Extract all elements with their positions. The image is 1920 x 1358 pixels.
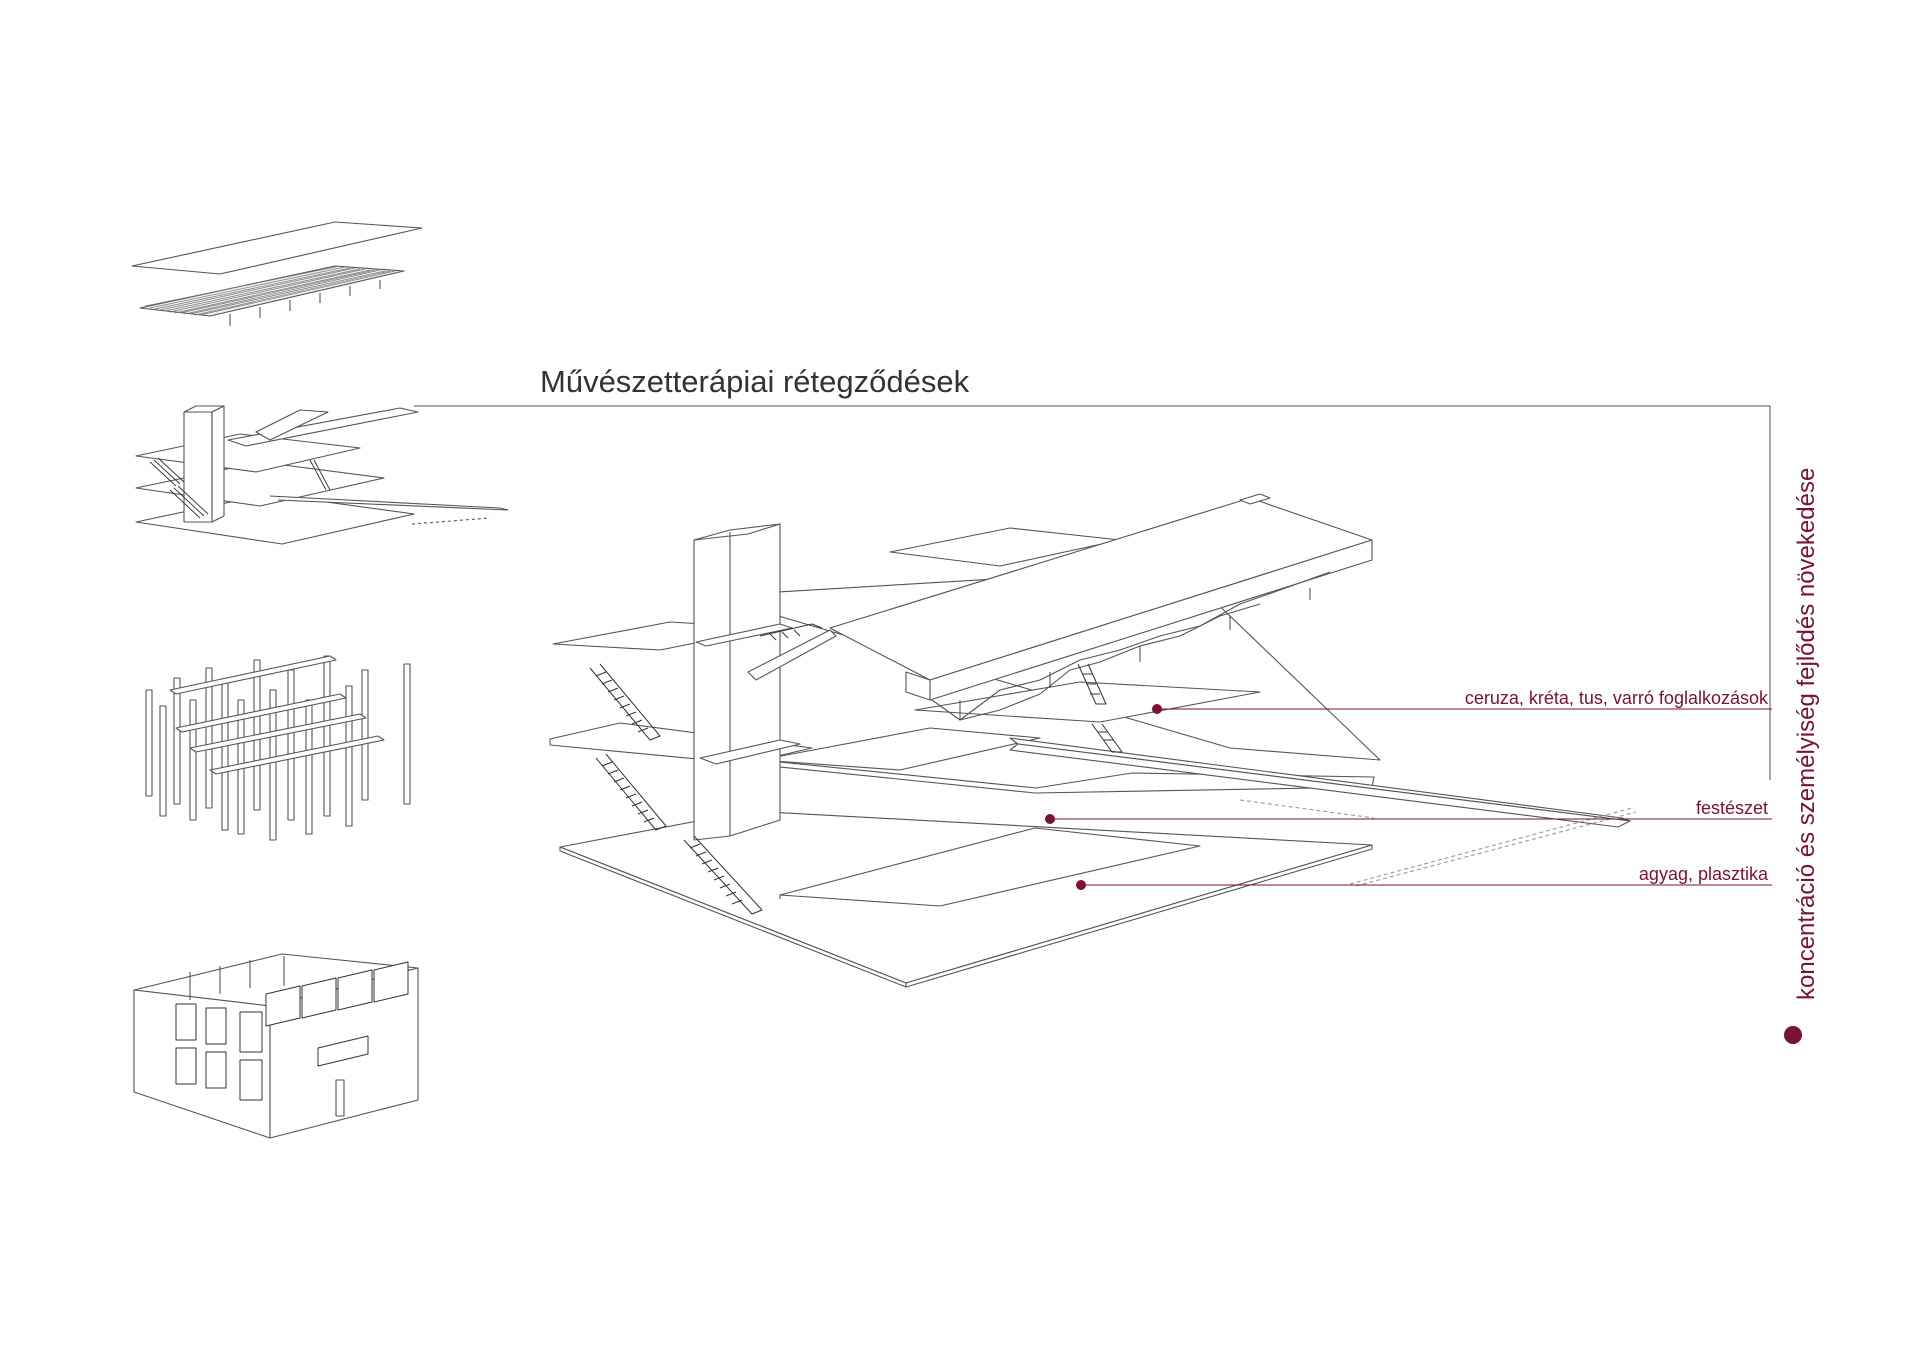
thumbnail-building xyxy=(133,953,419,1139)
leader-dot-2 xyxy=(1045,814,1055,824)
leader-lines xyxy=(1050,708,1772,886)
diagram-title: Művészetterápiai rétegződések xyxy=(540,364,970,399)
thumbnail-layer-stack xyxy=(135,405,509,545)
vertical-axis-caption: koncentráció és személyiség fejlődés növ… xyxy=(1793,467,1820,1000)
title-bracket-line xyxy=(414,405,1771,780)
layer-label-1: ceruza, kréta, tus, varró foglalkozások xyxy=(1464,688,1768,708)
leader-dot-3 xyxy=(1076,880,1086,890)
main-isometric-drawing xyxy=(549,493,1637,988)
axis-end-dot xyxy=(1784,1026,1802,1044)
layer-label-3: agyag, plasztika xyxy=(1638,864,1768,884)
leader-dot-1 xyxy=(1152,704,1162,714)
layer-label-2: festészet xyxy=(1695,798,1768,818)
thumbnail-columns xyxy=(145,655,411,841)
thumbnail-roof-layers xyxy=(131,221,423,326)
leader-dots xyxy=(1045,704,1802,1044)
